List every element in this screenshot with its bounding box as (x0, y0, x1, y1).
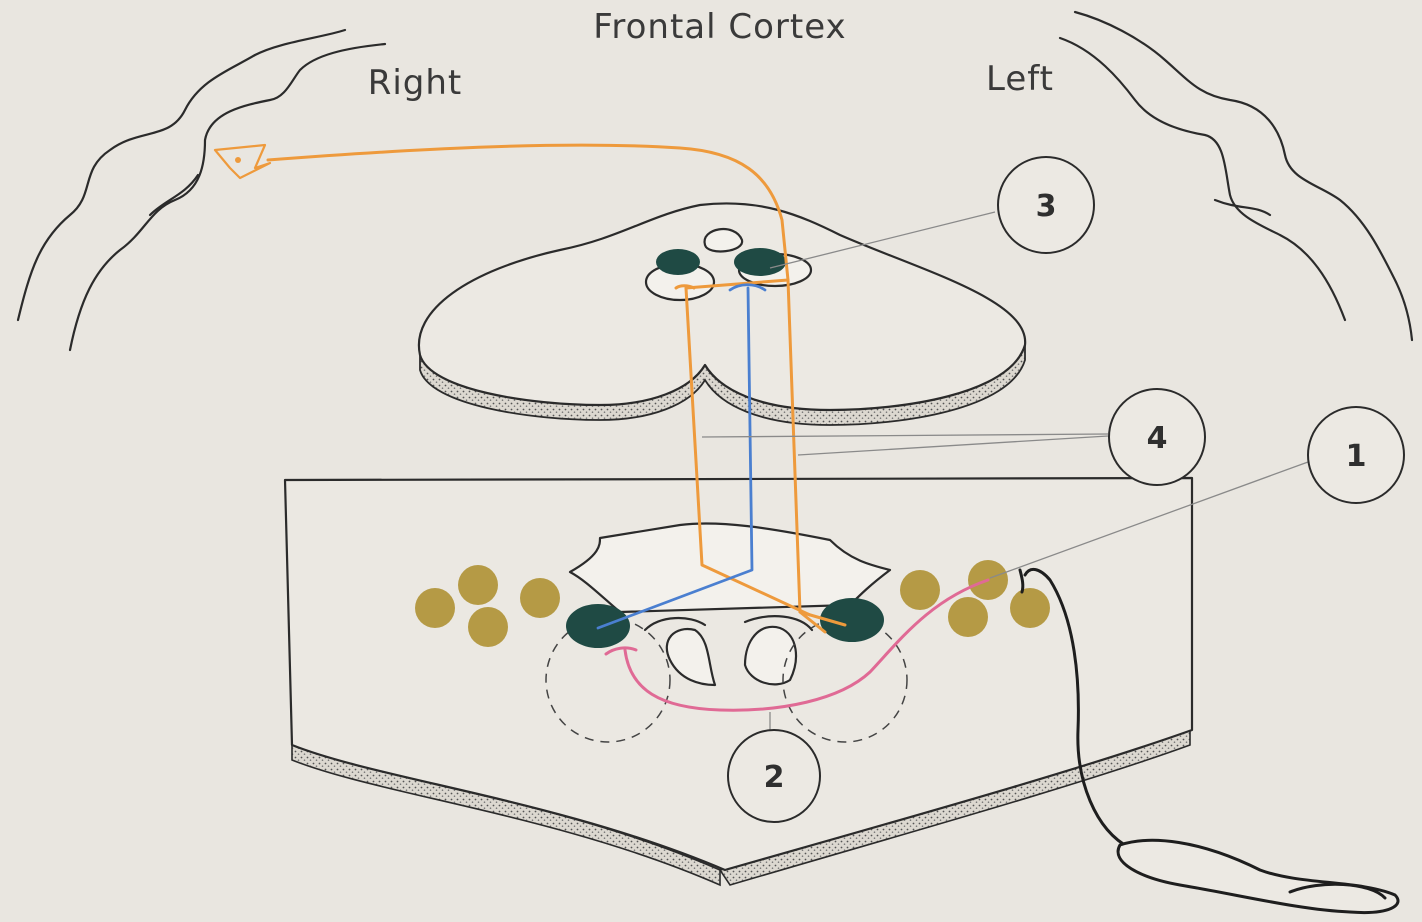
medulla-section (285, 478, 1192, 885)
midbrain-nucleus-left (734, 248, 786, 276)
svg-text:1: 1 (1346, 439, 1367, 474)
right-side-label: Right (368, 63, 463, 103)
svg-text:4: 4 (1147, 421, 1168, 456)
svg-text:3: 3 (1036, 189, 1057, 224)
left-side-label: Left (986, 59, 1054, 99)
leader-4a (702, 434, 1108, 437)
left-cortex-outline (1060, 12, 1412, 340)
svg-text:2: 2 (764, 760, 785, 795)
medulla-nucleus-right (566, 604, 630, 648)
midbrain-section (419, 203, 1025, 425)
leader-4b (798, 436, 1108, 455)
right-cortex-outline (18, 30, 385, 350)
midbrain-nucleus-right (656, 249, 700, 275)
frontal-cortex-title: Frontal Cortex (593, 7, 846, 47)
callout-2: 2 (728, 730, 820, 822)
callout-4: 4 (1109, 389, 1205, 485)
pyramidal-neuron-icon (215, 145, 270, 178)
callout-1: 1 (1308, 407, 1404, 503)
callout-3: 3 (998, 157, 1094, 253)
